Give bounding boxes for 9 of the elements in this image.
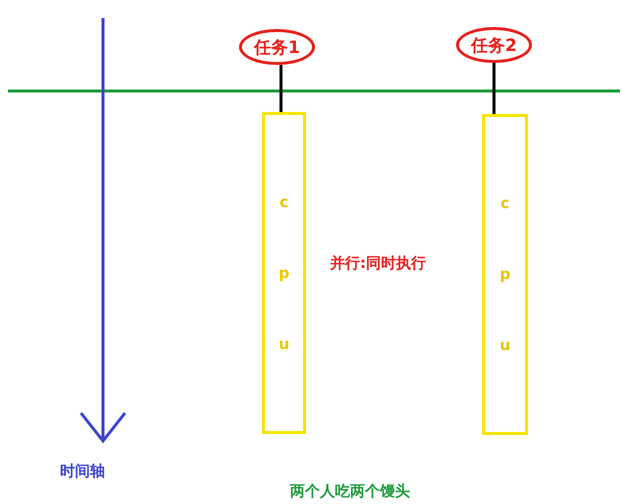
annotation-text: 并行:同时执行 (330, 254, 426, 273)
connector-line (492, 63, 496, 114)
caption-text: 两个人吃两个馒头 (290, 482, 410, 501)
cpu-bar: c p u (262, 112, 306, 434)
task-ellipse: 任务1 (239, 29, 315, 65)
task-ellipse: 任务2 (456, 27, 532, 63)
connector-line (280, 65, 282, 112)
axis-label: 时间轴 (60, 462, 105, 481)
cpu-bar: c p u (482, 114, 528, 435)
